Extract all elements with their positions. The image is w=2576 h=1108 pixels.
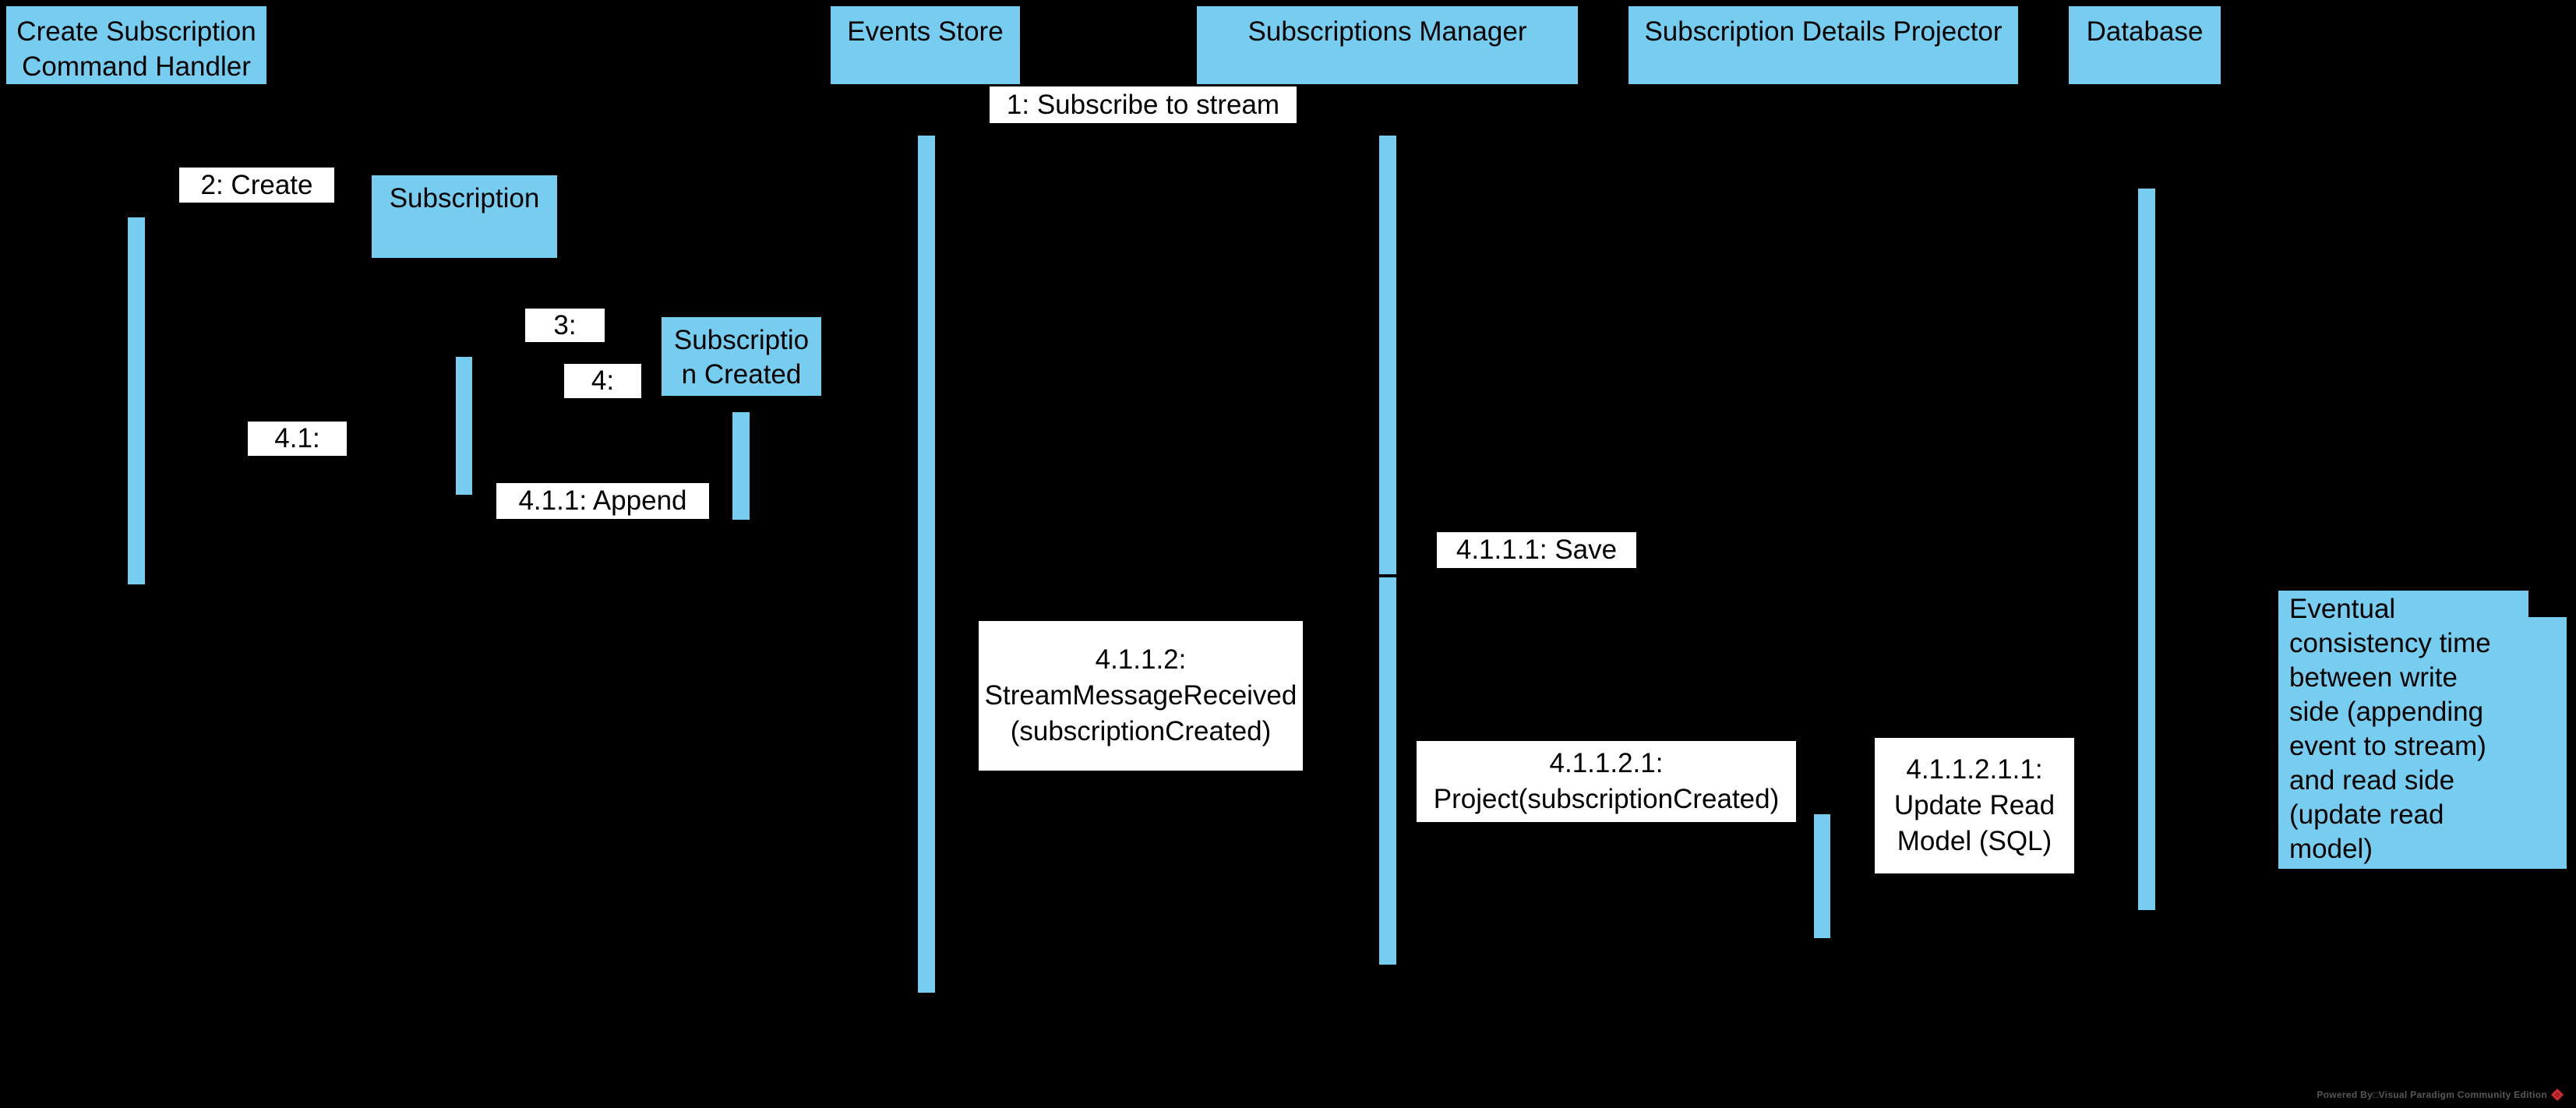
lifeline-subscription-created-object xyxy=(740,396,742,1035)
powered-by-watermark: Powered By□Visual Paradigm Community Edi… xyxy=(2317,1086,2564,1103)
message-4-1-1-append: 4.1.1: Append xyxy=(496,483,709,519)
message-label: 4: xyxy=(591,365,615,396)
message-label: 4.1.1.1: Save xyxy=(1456,535,1618,565)
note-line: between write xyxy=(2289,662,2458,693)
message-4-1-1-1-save: 4.1.1.1: Save xyxy=(1437,532,1636,568)
participant-label: Create Subscription xyxy=(16,16,256,47)
activation-bar-details-projector xyxy=(1814,814,1830,938)
message-label: 4.1.1.2: xyxy=(1095,644,1187,675)
participant-label: Events Store xyxy=(847,16,1004,47)
participant-label: Subscriptions Manager xyxy=(1247,16,1527,47)
note-line: consistency time xyxy=(2289,628,2491,658)
activation-bar-command-handler xyxy=(128,217,145,584)
message-label: 1: Subscribe to stream xyxy=(1006,89,1280,120)
note-line: and read side xyxy=(2289,765,2455,796)
message-label: Update Read xyxy=(1893,790,2056,820)
activation-bar-subscriptions-manager-2 xyxy=(1379,577,1396,965)
participant-label: Database xyxy=(2086,16,2204,47)
activation-bar-subscription-created xyxy=(732,412,750,520)
participant-subscriptions-manager: Subscriptions Manager xyxy=(1197,6,1578,84)
message-1-subscribe-to-stream: 1: Subscribe to stream xyxy=(990,86,1297,123)
message-label: 3: xyxy=(553,309,577,341)
note-line: model) xyxy=(2289,834,2373,864)
note-line: Eventual xyxy=(2289,594,2396,624)
object-subscription-created: Subscriptio n Created xyxy=(662,317,821,396)
message-label: 2: Create xyxy=(200,169,313,200)
message-4: 4: xyxy=(564,364,641,398)
note-line: event to stream) xyxy=(2289,731,2486,761)
lifeline-subscription-details-projector xyxy=(1822,84,1823,1052)
participant-database: Database xyxy=(2069,6,2221,84)
message-4-1: 4.1: xyxy=(248,422,347,456)
message-label: 4.1: xyxy=(274,423,320,453)
message-4-1-1-2-1-project: 4.1.1.2.1: Project(subscriptionCreated) xyxy=(1417,741,1796,822)
participant-subscription-details-projector: Subscription Details Projector xyxy=(1629,6,2018,84)
object-subscription: Subscription xyxy=(372,175,557,258)
participant-label: Command Handler xyxy=(22,51,251,82)
participant-label: Subscription Details Projector xyxy=(1644,16,2003,47)
message-label: Project(subscriptionCreated) xyxy=(1433,784,1780,814)
message-4-1-1-2-stream-message-received: 4.1.1.2: StreamMessageReceived (subscrip… xyxy=(979,621,1303,771)
message-label: (subscriptionCreated) xyxy=(1010,716,1272,746)
note-body xyxy=(2278,591,2528,869)
message-label: Model (SQL) xyxy=(1897,826,2052,856)
participant-events-store: Events Store xyxy=(831,6,1020,84)
object-label: Subscriptio xyxy=(673,325,810,355)
visual-paradigm-logo-icon xyxy=(2551,1089,2564,1101)
note-corner-extension xyxy=(2528,617,2567,869)
note-line: (update read xyxy=(2289,799,2444,830)
message-label: 4.1.1: Append xyxy=(518,485,687,516)
note-line: side (appending xyxy=(2289,697,2484,727)
powered-by-text: Powered By□Visual Paradigm Community Edi… xyxy=(2317,1089,2547,1100)
message-4-1-1-2-1-1-update-read-model: 4.1.1.2.1.1: Update Read Model (SQL) xyxy=(1875,738,2074,873)
message-3: 3: xyxy=(525,309,605,342)
message-label: StreamMessageReceived xyxy=(984,680,1297,711)
lifeline-subscription-object xyxy=(464,258,465,1037)
object-label: n Created xyxy=(681,359,802,390)
activation-bar-subscriptions-manager-1 xyxy=(1379,136,1396,574)
participant-create-subscription-command-handler: Create Subscription Command Handler xyxy=(6,6,266,84)
note-eventual-consistency: Eventual consistency time between write … xyxy=(2289,592,2523,866)
activation-bar-subscription xyxy=(456,357,472,495)
activation-bar-events-store xyxy=(918,136,935,993)
activation-bar-database xyxy=(2138,189,2155,910)
message-2-create: 2: Create xyxy=(179,168,334,203)
message-label: 4.1.1.2.1.1: xyxy=(1906,754,2043,785)
message-label: 4.1.1.2.1: xyxy=(1549,748,1664,778)
object-label: Subscription xyxy=(389,183,540,213)
